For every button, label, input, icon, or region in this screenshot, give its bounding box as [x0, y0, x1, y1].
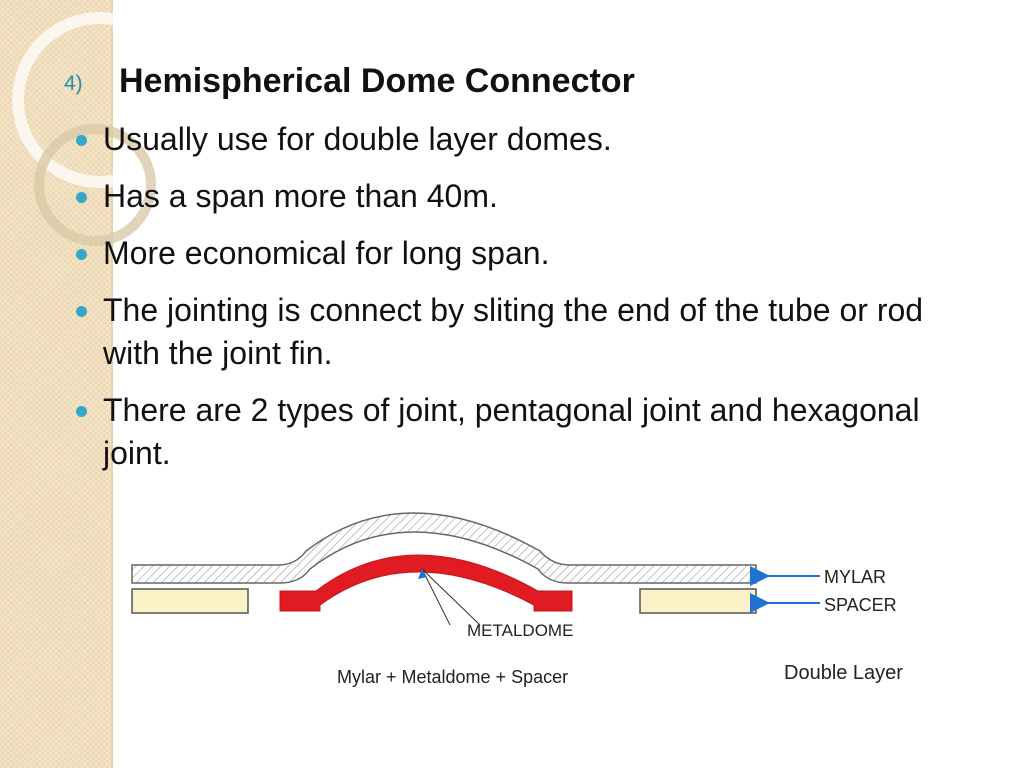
layer-type-label: Double Layer	[784, 662, 903, 684]
decorative-ring-large	[12, 12, 188, 188]
decorative-ring-small	[34, 124, 156, 246]
bullet-item: Usually use for double layer domes.	[72, 118, 952, 161]
bullet-item: More economical for long span.	[72, 232, 952, 275]
bullet-text: There are 2 types of joint, pentagonal j…	[103, 392, 920, 471]
decorative-rings	[12, 12, 188, 246]
bullet-dot-icon	[76, 192, 87, 203]
bullet-dot-icon	[76, 306, 87, 317]
spacer-right	[639, 588, 757, 614]
metaldome-pointer-line	[421, 568, 451, 626]
slide-title: Hemispherical Dome Connector	[119, 62, 635, 100]
bullet-text: Has a span more than 40m.	[103, 178, 498, 214]
bullet-dot-icon	[76, 135, 87, 146]
bullet-item: There are 2 types of joint, pentagonal j…	[72, 389, 952, 475]
spacer-left	[131, 588, 249, 614]
metaldome-pointer-line	[421, 568, 481, 626]
dome-connector-diagram: MYLAR SPACER METALDOME Mylar + Metaldome…	[131, 512, 903, 687]
metaldome-pointer-tip-icon	[418, 569, 427, 579]
bullet-dot-icon	[76, 406, 87, 417]
metal-dome	[279, 554, 573, 612]
bullet-dot-icon	[76, 249, 87, 260]
bullet-item: Has a span more than 40m.	[72, 175, 952, 218]
bullet-text: More economical for long span.	[103, 235, 550, 271]
spacer-label: SPACER	[824, 595, 897, 615]
bullet-text: The jointing is connect by sliting the e…	[103, 292, 924, 371]
side-band-edge	[111, 0, 113, 768]
bullet-item: The jointing is connect by sliting the e…	[72, 289, 952, 375]
slide-number: 4)	[64, 72, 83, 95]
metaldome-label: METALDOME	[467, 621, 573, 640]
bullet-text: Usually use for double layer domes.	[103, 121, 612, 157]
diagram-caption: Mylar + Metaldome + Spacer	[337, 667, 568, 687]
mylar-label: MYLAR	[824, 567, 886, 587]
bullet-list: Usually use for double layer domes. Has …	[72, 118, 952, 489]
